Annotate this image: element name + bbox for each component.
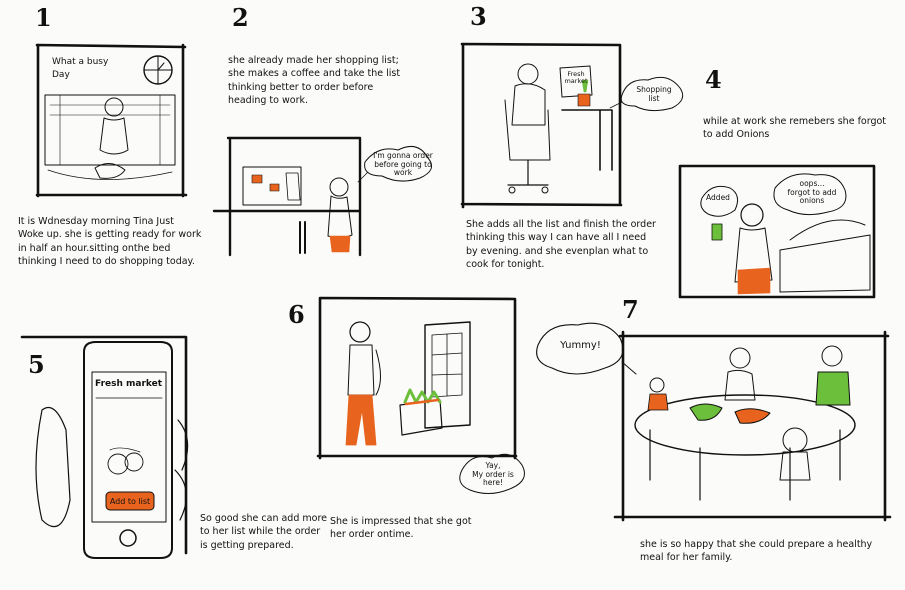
panel-4-number: 4	[705, 65, 722, 94]
panel-2-caption: she already made her shopping list; she …	[228, 55, 401, 106]
panel-7-bubble-text: Yummy!	[560, 340, 601, 351]
panel-3-frame	[460, 42, 684, 209]
add-to-list-button[interactable]: Add to list	[109, 497, 151, 506]
panel-5-frame	[20, 335, 189, 559]
panel-2-number: 2	[232, 3, 249, 32]
panel-5-caption: So good she can add more to her list whi…	[200, 513, 327, 551]
panel-6-caption: She is impressed that she got her order …	[330, 516, 472, 541]
panel-4-bubble-added: Added	[706, 193, 730, 202]
panel-3-screen-text: Fresh market	[564, 70, 588, 86]
panel-7-number: 7	[622, 295, 639, 324]
panel-6-frame	[316, 296, 525, 494]
panel-3-bubble-text: Shopping list	[636, 85, 672, 103]
app-title: Fresh market	[95, 379, 163, 389]
panel-4-caption: while at work she remebers she forgot to…	[703, 116, 887, 141]
panel-1-thought-text: What a busy Day	[52, 57, 109, 80]
panel-2-frame	[212, 136, 433, 257]
panel-3-number: 3	[470, 2, 487, 31]
panel-6-number: 6	[288, 300, 305, 329]
panel-7-caption: she is so happy that she could prepare a…	[640, 539, 873, 564]
panel-7-frame	[536, 322, 892, 522]
panel-1-number: 1	[35, 3, 52, 32]
panel-2-bubble-text: I'm gonna order before going to work	[373, 151, 433, 178]
panel-1-frame	[35, 43, 188, 198]
panel-5-number: 5	[28, 350, 45, 379]
panel-3-caption: She adds all the list and finish the ord…	[466, 219, 656, 270]
panel-1-caption: It is Wdnesday morning Tina Just Woke up…	[18, 216, 202, 267]
panel-4-bubble-oops: oops... forgot to add onions	[787, 179, 837, 206]
panel-4-frame	[678, 164, 876, 299]
panel-6-bubble-text: Yay, My order is here!	[472, 461, 514, 488]
